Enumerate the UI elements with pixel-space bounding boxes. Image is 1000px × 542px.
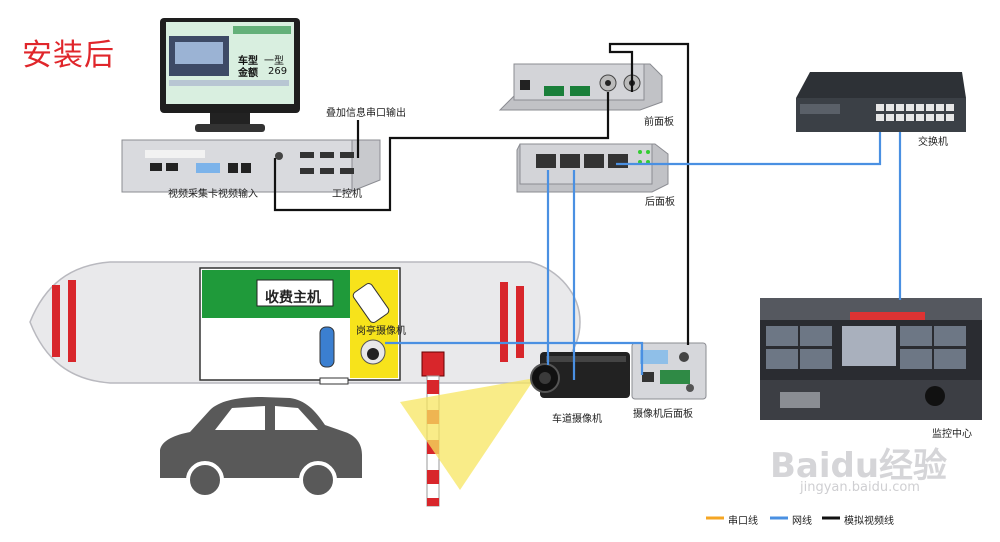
label-monitor-center: 监控中心 xyxy=(932,429,972,440)
label-video-input: 视频采集卡视频输入 xyxy=(168,189,258,200)
label-booth-camera: 岗亭摄像机 xyxy=(356,326,406,337)
legend-serial: 串口线 xyxy=(728,516,758,527)
page-title: 安装后 xyxy=(22,38,115,73)
screen-amount-label: 金额 xyxy=(238,68,258,79)
watermark-url: jingyan.baidu.com xyxy=(800,480,920,495)
toll-booth xyxy=(199,267,401,385)
label-switch: 交换机 xyxy=(918,137,948,148)
screen-vehicle-type-label: 车型 xyxy=(238,56,258,67)
label-toll-host: 收费主机 xyxy=(265,290,321,306)
label-camera-rear-panel: 摄像机后面板 xyxy=(633,409,693,420)
watermark-logo: Baidu经验 xyxy=(770,446,948,486)
screen-amount-value: 269 xyxy=(268,66,288,77)
network-switch xyxy=(796,72,966,132)
network-wires xyxy=(385,132,902,380)
legend-network: 网线 xyxy=(792,516,812,527)
label-lane-camera: 车道摄像机 xyxy=(552,414,602,425)
encoder-front-panel xyxy=(498,63,663,111)
monitor xyxy=(160,18,300,132)
label-serial-output: 叠加信息串口输出 xyxy=(326,108,406,119)
camera-field-of-view xyxy=(400,378,535,490)
lane-camera xyxy=(530,352,630,398)
screen-vehicle-type-value: 一型 xyxy=(264,56,284,67)
encoder-rear-panel xyxy=(516,143,669,193)
camera-rear-panel xyxy=(631,342,707,400)
car-icon xyxy=(160,397,362,499)
industrial-pc xyxy=(121,139,381,193)
analog-video-wires xyxy=(273,42,690,345)
label-rear-panel: 后面板 xyxy=(645,197,675,208)
label-ipc: 工控机 xyxy=(332,189,362,200)
monitoring-center-image xyxy=(760,298,982,420)
legend-analog-video: 模拟视频线 xyxy=(844,516,894,527)
label-front-panel: 前面板 xyxy=(644,117,674,128)
